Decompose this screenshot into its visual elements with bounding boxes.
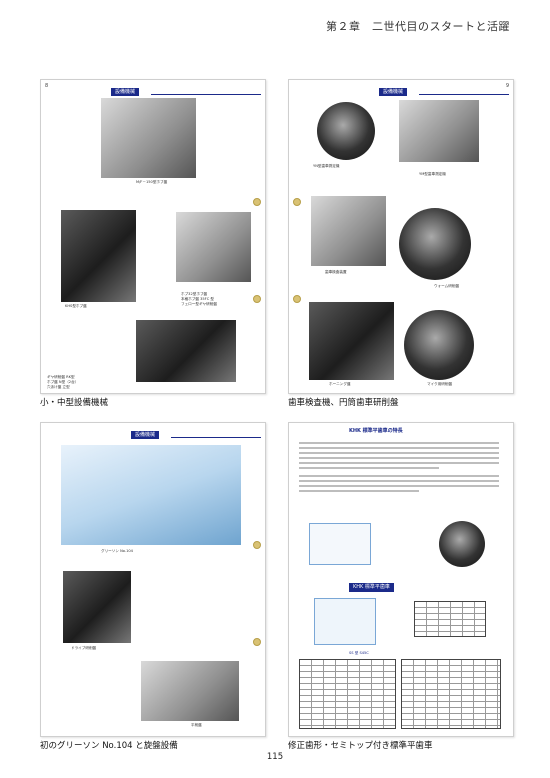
spec-table xyxy=(414,601,486,637)
photo-hob-machine xyxy=(176,212,251,282)
caption: KHS型ホブ盤 xyxy=(65,304,87,308)
caption: グリーソン No.104 xyxy=(101,549,133,553)
chapter-header: 第２章 二世代目のスタートと活躍 xyxy=(326,20,510,33)
page-number: 8 xyxy=(45,83,49,89)
binder-hole xyxy=(253,541,261,549)
banner-rule xyxy=(151,94,261,95)
photo-honing xyxy=(309,302,394,380)
photo-worm-grinder xyxy=(399,208,471,280)
caption: 穴あけ盤 立型 xyxy=(47,385,70,389)
caption: ギヤ研削盤 RK型 xyxy=(47,375,75,379)
figure-label: 修正歯形・セミトップ付き標準平歯車 xyxy=(288,741,433,751)
photo-gear-tester xyxy=(317,102,375,160)
photo-spur-gear xyxy=(439,521,485,567)
caption: ウォーム研削盤 xyxy=(434,284,460,288)
banner-rule xyxy=(419,94,509,95)
binder-hole xyxy=(253,638,261,646)
section-banner: KHK 標準平歯車 xyxy=(349,583,394,592)
photo-planer xyxy=(141,661,239,721)
body-text xyxy=(299,439,499,495)
caption: マイク用研削盤 xyxy=(427,382,453,386)
data-table-left xyxy=(299,659,396,729)
page-banner: 設備機械 xyxy=(111,88,140,96)
tooth-profile-diagram xyxy=(309,523,371,565)
caption: ホブ32型ホブ盤 xyxy=(181,292,208,296)
figure-label: 歯車検査機、円筒歯車研削盤 xyxy=(288,398,399,408)
photo-lathe xyxy=(63,571,131,643)
catalog-page-4: KHK 標準平歯車の特長 KHK 標準平歯車 SS 型 S45C xyxy=(288,422,514,737)
catalog-page-2: 9 設備機械 YN型歯車測定機 YM型歯車測定機 歯車検査装置 ウォーム研削盤 … xyxy=(288,79,514,394)
caption: M/F－150型ホブ盤 xyxy=(136,180,168,184)
banner-rule xyxy=(171,437,261,438)
catalog-page-3: 設備機械 グリーソン No.104 ドライブ研削盤 平削盤 xyxy=(40,422,266,737)
caption: 本格ホブ盤 35FC 型 xyxy=(181,297,214,301)
photo-gleason-104 xyxy=(61,445,241,545)
photo-khs-hobber xyxy=(61,210,136,302)
caption: ホブ盤 N型（2台） xyxy=(47,380,79,384)
caption: YN型歯車測定機 xyxy=(313,164,340,168)
photo-gear-grinder xyxy=(136,320,236,382)
binder-hole xyxy=(253,295,261,303)
photo-inspection xyxy=(311,196,386,266)
caption: ホーニング盤 xyxy=(329,382,351,386)
caption: フェロー型ギヤ研削盤 xyxy=(181,302,217,306)
binder-hole xyxy=(293,198,301,206)
binder-hole xyxy=(293,295,301,303)
catalog-page-1: 8 設備機械 M/F－150型ホブ盤 KHS型ホブ盤 ホブ32型ホブ盤 本格ホブ… xyxy=(40,79,266,394)
page-title: KHK 標準平歯車の特長 xyxy=(349,428,403,434)
figure-label: 初のグリーソン No.104 と旋盤設備 xyxy=(40,741,178,751)
page-banner: 設備機械 xyxy=(379,88,408,96)
gear-dimension-diagram xyxy=(314,598,376,645)
caption: 平削盤 xyxy=(191,723,202,727)
caption: YM型歯車測定機 xyxy=(419,172,446,176)
page-number-footer: 115 xyxy=(266,752,284,762)
page-banner: 設備機械 xyxy=(131,431,160,439)
caption: ドライブ研削盤 xyxy=(71,646,97,650)
table-title: SS 型 S45C xyxy=(349,651,369,655)
binder-hole xyxy=(253,198,261,206)
data-table-right xyxy=(401,659,501,729)
figure-label: 小・中型設備機械 xyxy=(40,398,109,408)
page-number: 9 xyxy=(505,83,509,89)
photo-hobbing-machine xyxy=(101,98,196,178)
caption: 歯車検査装置 xyxy=(325,270,347,274)
photo-grinder xyxy=(404,310,474,380)
photo-gear-tester-2 xyxy=(399,100,479,162)
